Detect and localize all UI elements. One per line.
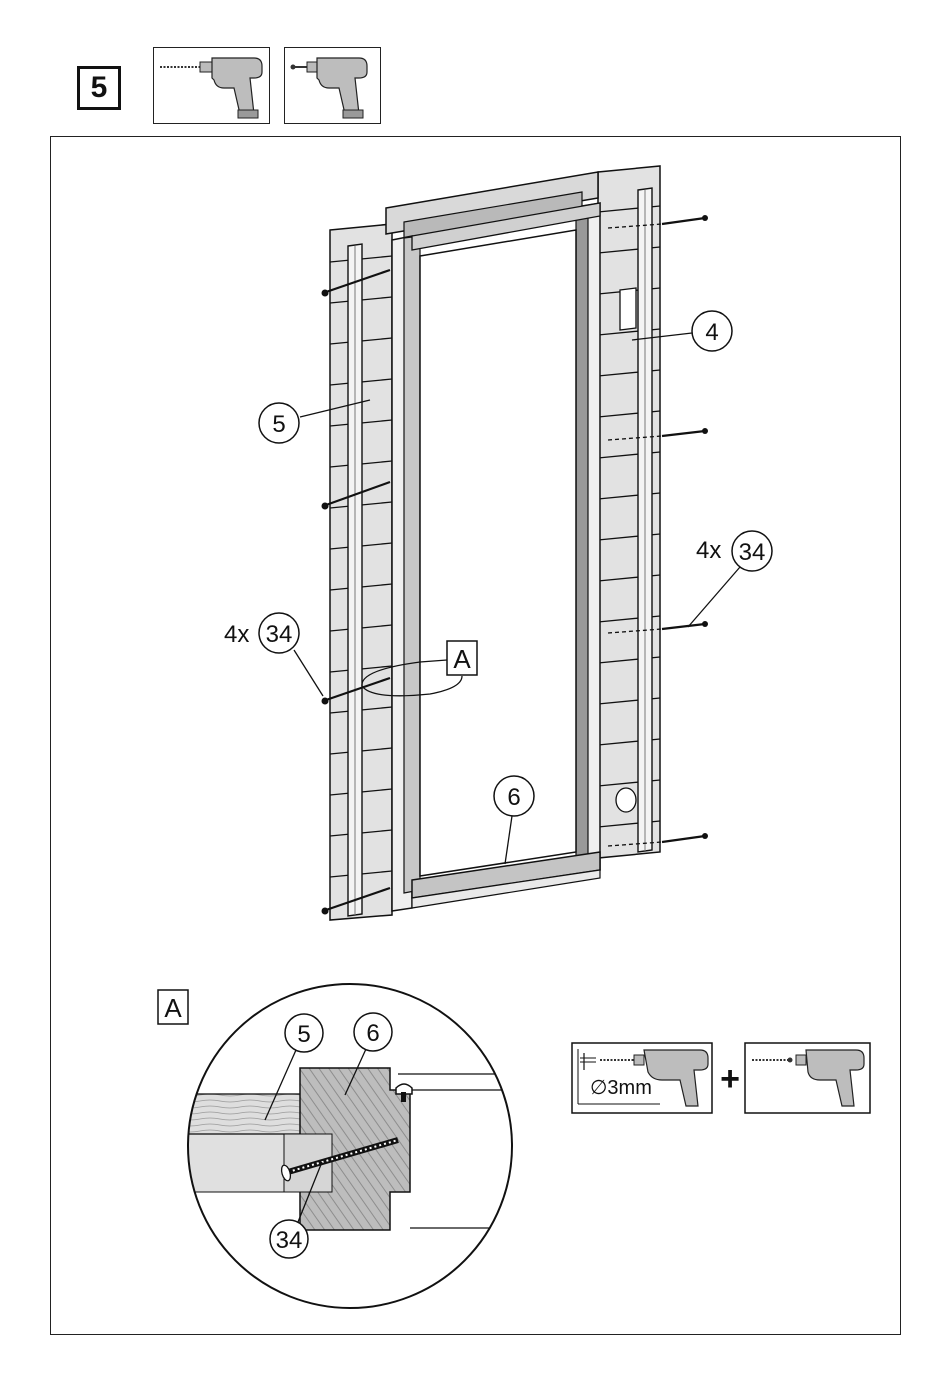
predrill-box: ∅3mm — [572, 1043, 712, 1113]
detail-part-5: 5 — [297, 1021, 310, 1048]
part-6-label: 6 — [507, 784, 520, 811]
part-4-label: 4 — [705, 319, 718, 346]
drill-diameter-label: ∅3mm — [590, 1077, 652, 1099]
screw-heads-right — [702, 215, 708, 839]
screws-right-part: 34 — [739, 539, 766, 566]
detail-a: A 5 — [158, 980, 520, 1320]
detail-ref-label: A — [453, 644, 471, 674]
wall-planks-left — [330, 224, 392, 920]
screws-right — [662, 218, 705, 842]
screws-left-part: 34 — [266, 621, 293, 648]
detail-part-6: 6 — [366, 1020, 379, 1047]
screws-right-qty: 4x — [696, 537, 721, 564]
wall-planks-right — [598, 166, 660, 858]
callout-screws-left: 4x 34 — [224, 613, 323, 696]
screwdriver-box — [745, 1043, 870, 1113]
screws-left-qty: 4x — [224, 621, 249, 648]
screw-heads-left — [322, 290, 329, 915]
plus-sign: + — [720, 1060, 740, 1098]
callout-screws-right: 4x 34 — [688, 531, 772, 627]
detail-part-34: 34 — [276, 1227, 303, 1254]
part-5-label: 5 — [272, 411, 285, 438]
detail-a-label: A — [164, 993, 182, 1023]
